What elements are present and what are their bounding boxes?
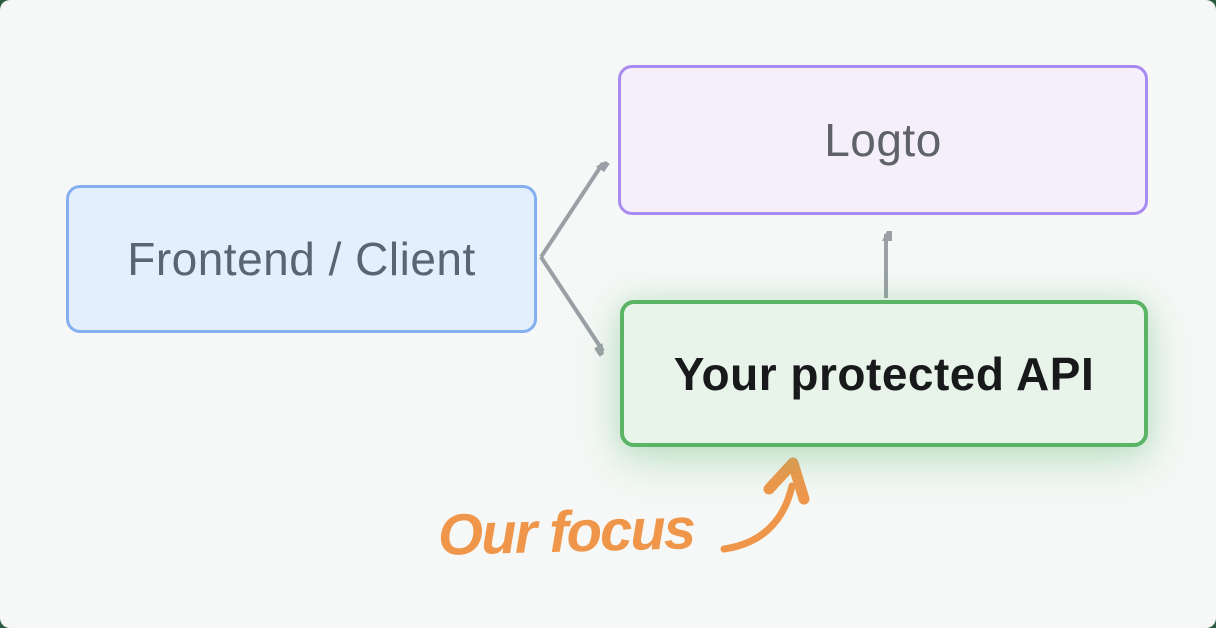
node-frontend-client-label: Frontend / Client xyxy=(127,233,476,285)
node-logto: Logto xyxy=(618,65,1148,215)
node-logto-label: Logto xyxy=(824,114,942,166)
node-protected-api: Your protected API xyxy=(620,300,1148,447)
arrow-frontend-to-logto xyxy=(539,163,603,259)
node-frontend-client: Frontend / Client xyxy=(66,185,537,333)
node-protected-api-label: Your protected API xyxy=(673,347,1095,400)
our-focus-annotation: Our focus xyxy=(437,496,695,568)
arrow-frontend-to-protected-api xyxy=(539,255,605,351)
